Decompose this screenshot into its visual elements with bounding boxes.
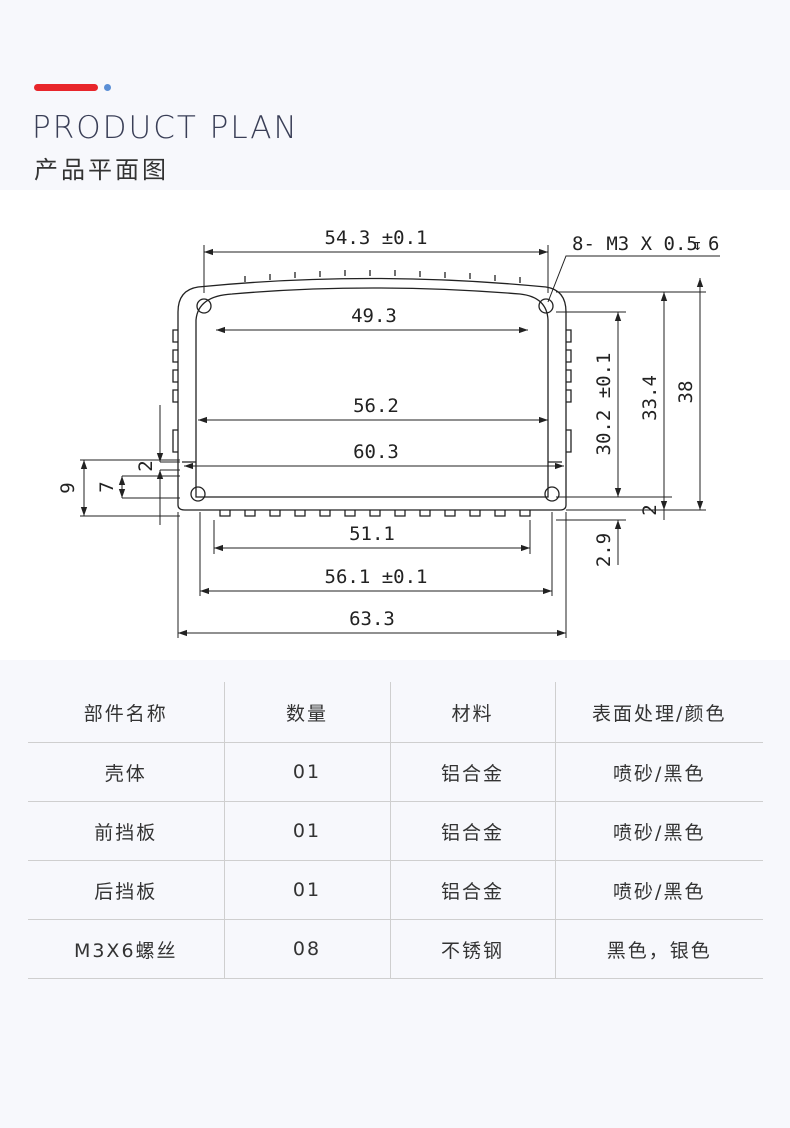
table-row: 壳体 01 铝合金 喷砂/黑色 xyxy=(28,742,763,802)
cell-quantity: 01 xyxy=(223,742,390,802)
screw-hole-tr xyxy=(538,298,554,314)
cell-part-name: 前挡板 xyxy=(28,801,224,861)
accent-bar xyxy=(34,84,98,91)
header-part-name: 部件名称 xyxy=(28,682,224,743)
dim-mid-height: 33.4 xyxy=(639,375,661,421)
cell-part-name: 后挡板 xyxy=(28,860,224,920)
dim-right-gap: 2 xyxy=(639,504,661,515)
cell-part-name: M3X6螺丝 xyxy=(28,919,224,979)
dim-inner-mid: 56.2 xyxy=(353,395,399,417)
table-header-row: 部件名称 数量 材料 表面处理/颜色 xyxy=(28,682,763,743)
dim-left-7: 7 xyxy=(96,481,118,492)
table-row: 前挡板 01 铝合金 喷砂/黑色 xyxy=(28,801,763,861)
cell-finish: 喷砂/黑色 xyxy=(554,801,763,861)
table-row: 后挡板 01 铝合金 喷砂/黑色 xyxy=(28,860,763,920)
dim-hole-depth: 6 xyxy=(708,233,719,255)
header-finish: 表面处理/颜色 xyxy=(554,682,763,743)
cell-quantity: 01 xyxy=(223,801,390,861)
dim-overall-width: 63.3 xyxy=(349,608,395,630)
dim-inner-top: 49.3 xyxy=(351,305,397,327)
table-row: M3X6螺丝 08 不锈钢 黑色，银色 xyxy=(28,919,763,979)
screw-hole-bl xyxy=(190,486,206,502)
header-material: 材料 xyxy=(389,682,555,743)
dim-left-9: 9 xyxy=(57,482,79,493)
dim-inner-slot: 60.3 xyxy=(353,441,399,463)
screw-hole-br xyxy=(544,486,560,502)
dim-left-2: 2 xyxy=(135,460,157,471)
dim-overall-height: 38 xyxy=(675,381,697,404)
cell-material: 铝合金 xyxy=(389,801,555,861)
dim-top-width: 54.3 ±0.1 xyxy=(325,227,428,249)
profile-inner xyxy=(195,287,549,498)
screw-hole-tl xyxy=(196,298,212,314)
parts-table: 部件名称 数量 材料 表面处理/颜色 壳体 01 铝合金 喷砂/黑色 前挡板 0… xyxy=(28,682,763,979)
cell-material: 铝合金 xyxy=(389,860,555,920)
cell-finish: 喷砂/黑色 xyxy=(554,860,763,920)
dim-inner-height: 30.2 ±0.1 xyxy=(593,353,615,456)
cell-part-name: 壳体 xyxy=(28,742,224,802)
parts-table-wrapper: 部件名称 数量 材料 表面处理/颜色 壳体 01 铝合金 喷砂/黑色 前挡板 0… xyxy=(28,682,763,979)
cell-quantity: 01 xyxy=(223,860,390,920)
dim-bottom-inner: 51.1 xyxy=(349,523,395,545)
cell-finish: 黑色，银色 xyxy=(554,919,763,979)
page-title-en: PRODUCT PLAN xyxy=(32,110,299,146)
depth-symbol-icon: ↧ xyxy=(693,236,702,254)
cell-finish: 喷砂/黑色 xyxy=(554,742,763,802)
accent-dot xyxy=(104,84,111,91)
dim-hole-spec: 8- M3 X 0.5 xyxy=(572,233,698,255)
cell-material: 铝合金 xyxy=(389,742,555,802)
dim-bottom-mid: 56.1 ±0.1 xyxy=(325,566,428,588)
profile-drawing-svg: 54.3 ±0.1 8- M3 X 0.5 ↧ 6 49.3 56.2 60.3… xyxy=(57,227,720,638)
technical-drawing: 54.3 ±0.1 8- M3 X 0.5 ↧ 6 49.3 56.2 60.3… xyxy=(0,190,790,660)
cell-quantity: 08 xyxy=(223,919,390,979)
profile-outer xyxy=(177,277,567,511)
cell-material: 不锈钢 xyxy=(389,919,555,979)
page-title-cn: 产品平面图 xyxy=(34,156,169,184)
dim-bottom-offset: 2.9 xyxy=(593,533,615,567)
header-quantity: 数量 xyxy=(223,682,390,743)
